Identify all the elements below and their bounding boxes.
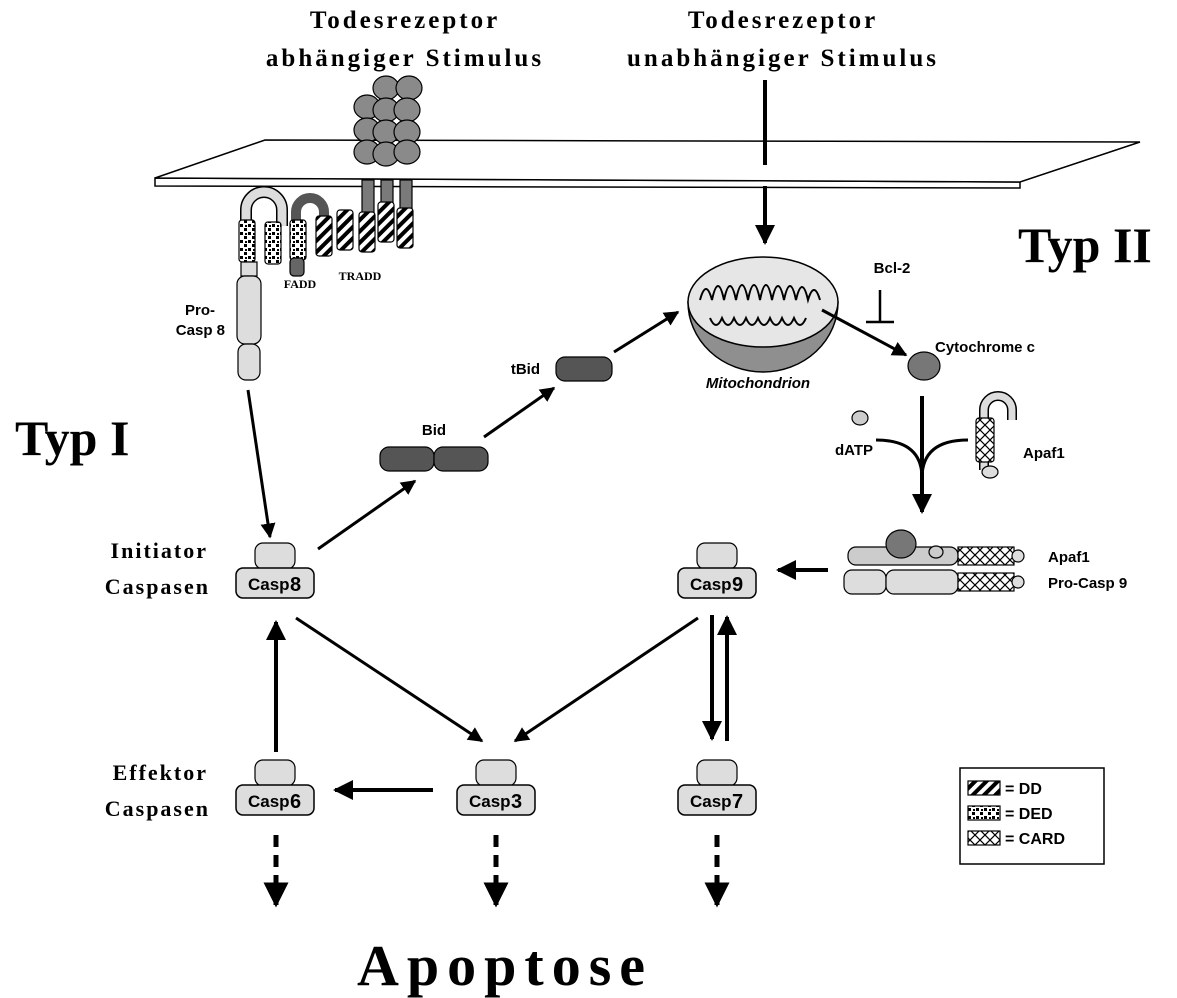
mito-to-cytochrome-arrow: [821, 308, 908, 357]
casp6-node: Casp 6: [235, 759, 315, 816]
casp9-number: 9: [732, 574, 743, 596]
procasp8-molecule: [236, 186, 288, 381]
bid-label: Bid: [422, 422, 446, 439]
legend-ded-swatch: [967, 805, 1001, 821]
apoptosome-complex: [843, 529, 1025, 595]
procasp8-label-line2: Casp 8: [176, 322, 225, 339]
death-receptor: [358, 179, 414, 253]
apaf1-label: Apaf1: [1023, 445, 1065, 462]
bcl2-label: Bcl-2: [874, 260, 911, 277]
dr-independent-title-line2: unabhängiger Stimulus: [627, 45, 939, 72]
merge-arc: [875, 438, 969, 479]
casp9-node: Casp 9: [677, 542, 757, 599]
casp7-node: Casp 7: [677, 759, 757, 816]
typ-ii-label: Typ II: [1018, 217, 1152, 273]
apoptosis-arrows: [263, 835, 730, 908]
dr-dependent-title-line1: Todesrezeptor: [310, 7, 500, 34]
fadd-label: FADD: [284, 277, 317, 291]
procasp8-to-casp8-arrow: [246, 389, 276, 539]
dr-dependent-title-line2: abhängiger Stimulus: [266, 45, 544, 72]
casp8-to-bid-arrow: [317, 479, 417, 551]
cytochrome-c: [907, 351, 941, 381]
casp6-label: Casp: [248, 792, 290, 811]
domain-legend: = DD = DED = CARD: [959, 767, 1105, 865]
effector-label-line1: Effektor: [113, 760, 208, 785]
casp7-label: Casp: [690, 792, 732, 811]
apaf1-molecule: [975, 391, 1017, 479]
tbid-molecule: [555, 356, 613, 382]
legend-dd-swatch: [967, 780, 1001, 796]
casp8-to-casp3-arrow: [295, 616, 484, 743]
complex-procasp9-label: Pro-Casp 9: [1048, 575, 1127, 592]
cell-membrane-top: [154, 139, 1141, 183]
legend-ded-label: = DED: [1005, 806, 1053, 823]
datp-label: dATP: [835, 442, 873, 459]
fadd-adapter: [289, 193, 333, 277]
mitochondrion-label: Mitochondrion: [706, 375, 810, 392]
casp3-node: Casp 3: [456, 759, 536, 816]
datp: [851, 410, 869, 426]
pathway-arrows: [246, 310, 828, 800]
mitochondrion: [687, 256, 839, 373]
complex-apaf1-label: Apaf1: [1048, 549, 1090, 566]
legend-dd-label: = DD: [1005, 781, 1042, 798]
legend-card-label: = CARD: [1005, 831, 1065, 848]
casp6-number: 6: [290, 791, 301, 813]
tbid-to-mito-arrow: [613, 310, 680, 354]
dr-independent-title-line1: Todesrezeptor: [688, 7, 878, 34]
death-ligand-cluster: [353, 75, 423, 167]
effector-label-line2: Caspasen: [105, 796, 210, 821]
tradd-label: TRADD: [339, 269, 382, 283]
casp8-number: 8: [290, 574, 301, 596]
casp3-number: 3: [511, 791, 522, 813]
casp3-label: Casp: [469, 792, 511, 811]
casp8-label: Casp: [248, 575, 290, 594]
tradd-adapter: [336, 209, 354, 251]
bid-to-tbid-arrow: [483, 386, 556, 439]
casp9-to-casp3-arrow: [513, 616, 699, 743]
bid-molecule: [379, 446, 489, 472]
tbid-label: tBid: [511, 361, 540, 378]
procasp8-label-line1: Pro-: [185, 302, 215, 319]
casp7-number: 7: [732, 791, 743, 813]
legend-card-swatch: [967, 830, 1001, 846]
cytochrome-c-label: Cytochrome c: [935, 339, 1035, 356]
initiator-label-line1: Initiator: [111, 538, 208, 563]
casp9-label: Casp: [690, 575, 732, 594]
initiator-label-line2: Caspasen: [105, 574, 210, 599]
typ-i-label: Typ I: [15, 410, 129, 466]
apoptosis-outcome-label: Apoptose: [357, 933, 653, 998]
casp8-node: Casp 8: [235, 542, 315, 599]
